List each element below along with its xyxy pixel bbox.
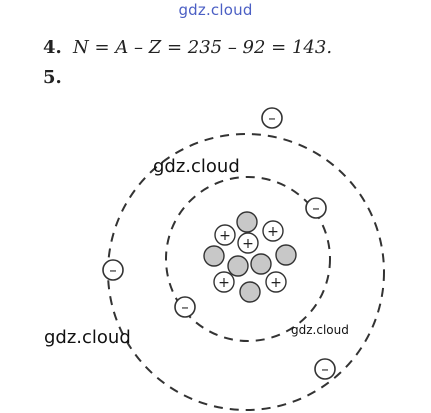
svg-text:+: + [270, 275, 282, 291]
proton: + [213, 271, 235, 293]
proton: + [265, 271, 287, 293]
proton: + [237, 232, 259, 254]
neutron [250, 253, 272, 275]
svg-text:+: + [242, 236, 254, 252]
neutron [236, 211, 258, 233]
watermark-top: gdz.cloud [178, 1, 253, 19]
svg-text:–: – [268, 109, 276, 127]
svg-text:+: + [218, 275, 230, 291]
neutron [227, 255, 249, 277]
svg-text:–: – [181, 298, 189, 316]
neutron [239, 281, 261, 303]
electron-outer-left: – [102, 259, 124, 281]
electron-outer-bottom: – [314, 358, 336, 380]
electron-inner-left: – [174, 296, 196, 318]
watermark-small: gdz.cloud [291, 323, 349, 337]
neutron [203, 245, 225, 267]
electron-inner-right: – [305, 197, 327, 219]
problem-4: 4. N = A – Z = 235 – 92 = 143. [43, 37, 332, 58]
inner-orbit [165, 176, 331, 342]
svg-text:+: + [219, 228, 231, 244]
neutron [275, 244, 297, 266]
watermark-left: gdz.cloud [44, 327, 131, 348]
nucleus: + + + + + [203, 211, 297, 303]
proton: + [214, 224, 236, 246]
proton: + [262, 220, 284, 242]
watermark-middle: gdz.cloud [153, 156, 240, 177]
svg-text:–: – [312, 199, 320, 217]
problem-5: 5. [43, 67, 73, 88]
electron-outer-top: – [261, 107, 283, 129]
svg-text:+: + [267, 224, 279, 240]
svg-text:–: – [321, 360, 329, 378]
problem-5-number: 5. [43, 67, 62, 88]
problem-4-number: 4. [43, 37, 62, 58]
svg-text:–: – [109, 261, 117, 279]
problem-4-text: N = A – Z = 235 – 92 = 143. [73, 37, 333, 58]
